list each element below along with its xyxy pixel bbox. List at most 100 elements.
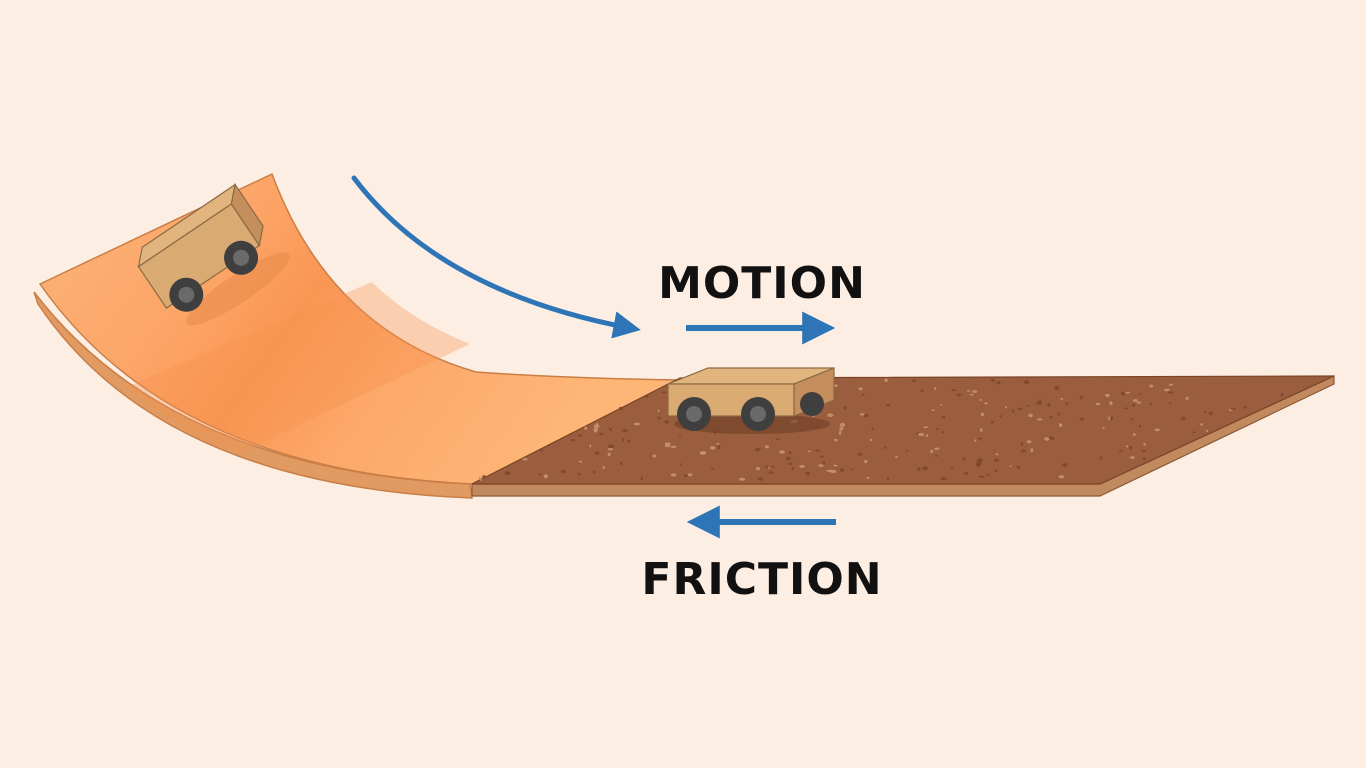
grain: [543, 474, 548, 479]
grain: [1203, 410, 1207, 414]
grain: [1149, 384, 1154, 388]
grain: [942, 415, 946, 419]
grain: [999, 415, 1002, 418]
grain: [1026, 404, 1029, 407]
grain: [1005, 406, 1007, 409]
grain: [1143, 442, 1146, 446]
grain: [1132, 399, 1138, 402]
grain: [657, 416, 662, 420]
block-shadow: [185, 252, 290, 326]
grain: [990, 420, 995, 424]
grain: [765, 465, 768, 470]
grain: [869, 438, 873, 442]
grain: [754, 447, 761, 452]
grain: [1208, 411, 1213, 416]
grain: [923, 426, 929, 428]
grain: [940, 477, 947, 481]
grain: [1206, 429, 1209, 433]
grain: [980, 412, 985, 417]
grain: [595, 422, 599, 426]
grain: [711, 467, 715, 470]
grain: [607, 452, 611, 456]
grain: [1037, 418, 1043, 421]
grain: [839, 422, 846, 427]
grain: [640, 476, 643, 481]
grain: [1079, 417, 1085, 421]
grain: [863, 413, 869, 418]
grain: [950, 467, 954, 470]
grain: [547, 444, 550, 447]
grain: [1242, 406, 1247, 409]
grain: [1132, 433, 1136, 436]
grain: [755, 467, 761, 471]
grain: [687, 473, 693, 477]
grain: [995, 453, 999, 456]
grain: [1138, 424, 1142, 428]
grain: [1192, 431, 1196, 434]
grain: [1130, 456, 1135, 459]
grain: [670, 445, 677, 448]
grain: [799, 464, 805, 468]
grain: [866, 476, 870, 479]
grain: [857, 452, 863, 456]
grain: [609, 428, 613, 431]
grain: [833, 384, 838, 388]
grain: [815, 449, 821, 452]
grain: [871, 427, 874, 431]
grain: [593, 424, 600, 429]
grain: [996, 381, 1001, 385]
grain: [478, 476, 481, 480]
block-front-face: [137, 203, 261, 309]
grain: [1138, 393, 1142, 395]
grain: [1020, 442, 1024, 446]
grain: [1280, 392, 1284, 397]
grain: [1062, 463, 1068, 467]
grain: [991, 378, 995, 382]
grain: [895, 455, 898, 458]
grain: [593, 427, 599, 432]
grain: [1109, 401, 1113, 406]
grain: [1095, 402, 1101, 406]
grain: [757, 477, 764, 481]
grain: [822, 461, 826, 465]
ramp-shade-band: [128, 282, 470, 454]
grain: [805, 471, 811, 476]
grain: [839, 468, 845, 472]
grain: [979, 399, 983, 401]
grain: [622, 429, 628, 433]
grain: [979, 428, 983, 432]
grain: [522, 458, 528, 461]
grain: [1036, 401, 1043, 405]
grain: [1124, 391, 1131, 394]
grain: [956, 393, 962, 397]
grain: [941, 431, 945, 434]
wheel: [677, 397, 711, 431]
grain: [995, 469, 998, 472]
grain: [627, 439, 631, 443]
grain: [621, 438, 625, 442]
grain: [589, 444, 592, 448]
grain: [577, 473, 581, 476]
grain: [739, 477, 746, 481]
grain: [818, 464, 824, 467]
grain: [884, 378, 888, 383]
wheel: [224, 240, 259, 275]
grain: [1058, 423, 1063, 427]
grain: [661, 391, 667, 394]
grain: [480, 478, 483, 481]
friction-label: FRICTION: [641, 554, 882, 605]
wheel: [741, 397, 775, 431]
grain: [1058, 475, 1065, 479]
grain: [970, 393, 974, 396]
grain: [1154, 428, 1160, 432]
grain: [858, 387, 863, 391]
block-on-ramp: [137, 183, 290, 326]
block-on-surface: [667, 367, 835, 434]
grain: [979, 458, 982, 462]
grain: [1185, 396, 1189, 400]
grain: [833, 464, 838, 467]
grain: [951, 389, 957, 392]
grain: [886, 477, 890, 481]
grain: [1048, 436, 1055, 441]
grain: [1030, 448, 1034, 453]
